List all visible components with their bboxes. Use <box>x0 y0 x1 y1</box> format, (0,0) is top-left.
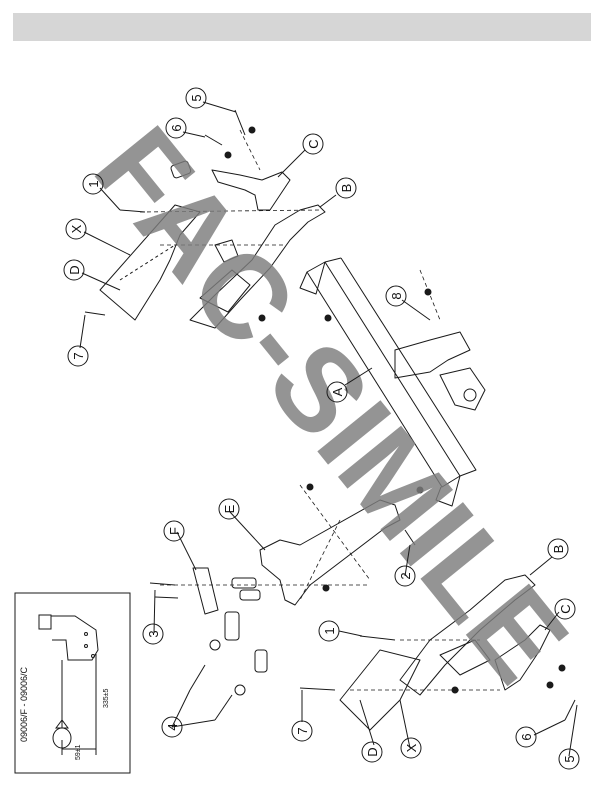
parts-line-art <box>84 109 576 731</box>
plate-dx-top-part <box>99 204 201 321</box>
callouts <box>63 87 580 770</box>
callout-8: 8 <box>389 292 404 299</box>
callout-7-bottom: 7 <box>295 727 310 734</box>
bracket-b-top-part <box>189 204 326 329</box>
callout-c-top: C <box>306 139 321 148</box>
callout-4: 4 <box>165 723 180 730</box>
nuts-washers-part <box>224 126 566 694</box>
bracket-c-top-part <box>211 169 291 211</box>
watermark-text: FAC-SIMILE <box>69 103 592 706</box>
inset-bracket-drawing <box>38 614 99 755</box>
callout-e: E <box>222 504 237 513</box>
inset-dim-vertical: 335±5 <box>103 688 110 708</box>
callout-f: F <box>167 527 182 535</box>
callout-2: 2 <box>398 572 413 579</box>
callout-b-bottom: B <box>551 545 566 554</box>
callout-6-top: 6 <box>169 124 184 131</box>
callout-x-bottom: X <box>404 743 419 752</box>
inset-model-code: 09006/F - 09006/C <box>19 666 29 742</box>
callout-5-bottom: 5 <box>562 755 577 762</box>
callout-1-top: 1 <box>86 180 101 187</box>
callout-x-top: X <box>69 224 84 233</box>
spacer-tube-top-part <box>170 160 192 179</box>
callout-labels: 5 6 C 1 B X D 7 8 A E F 3 4 2 1 7 D X B … <box>67 94 577 762</box>
plate-dx-bottom-part <box>339 649 421 731</box>
spacers-part <box>209 577 268 696</box>
callout-c-bottom: C <box>558 604 573 613</box>
callout-7-top: 7 <box>71 352 86 359</box>
header-bar <box>13 13 591 41</box>
callout-d-bottom: D <box>365 747 380 756</box>
callout-a: A <box>330 387 345 396</box>
ball-mount-part <box>394 331 486 411</box>
inset-dim-horizontal: 59±1 <box>75 744 82 760</box>
inset-panel: 09006/F - 09006/C 335±5 59±1 <box>14 592 131 774</box>
callout-6-bottom: 6 <box>519 733 534 740</box>
crossbar-a-part <box>299 257 477 507</box>
callout-d-top: D <box>67 265 82 274</box>
bolts-part <box>84 109 576 721</box>
assembly-guide-lines <box>139 129 500 691</box>
plate-f-part <box>192 567 219 615</box>
callout-b-top: B <box>339 184 354 193</box>
bracket-c-bottom-part <box>494 624 551 691</box>
bracket-e-part <box>259 499 401 606</box>
callout-1-bottom: 1 <box>322 627 337 634</box>
callout-3: 3 <box>146 630 161 637</box>
callout-5-top: 5 <box>189 94 204 101</box>
bracket-b-bottom-part <box>399 574 536 696</box>
